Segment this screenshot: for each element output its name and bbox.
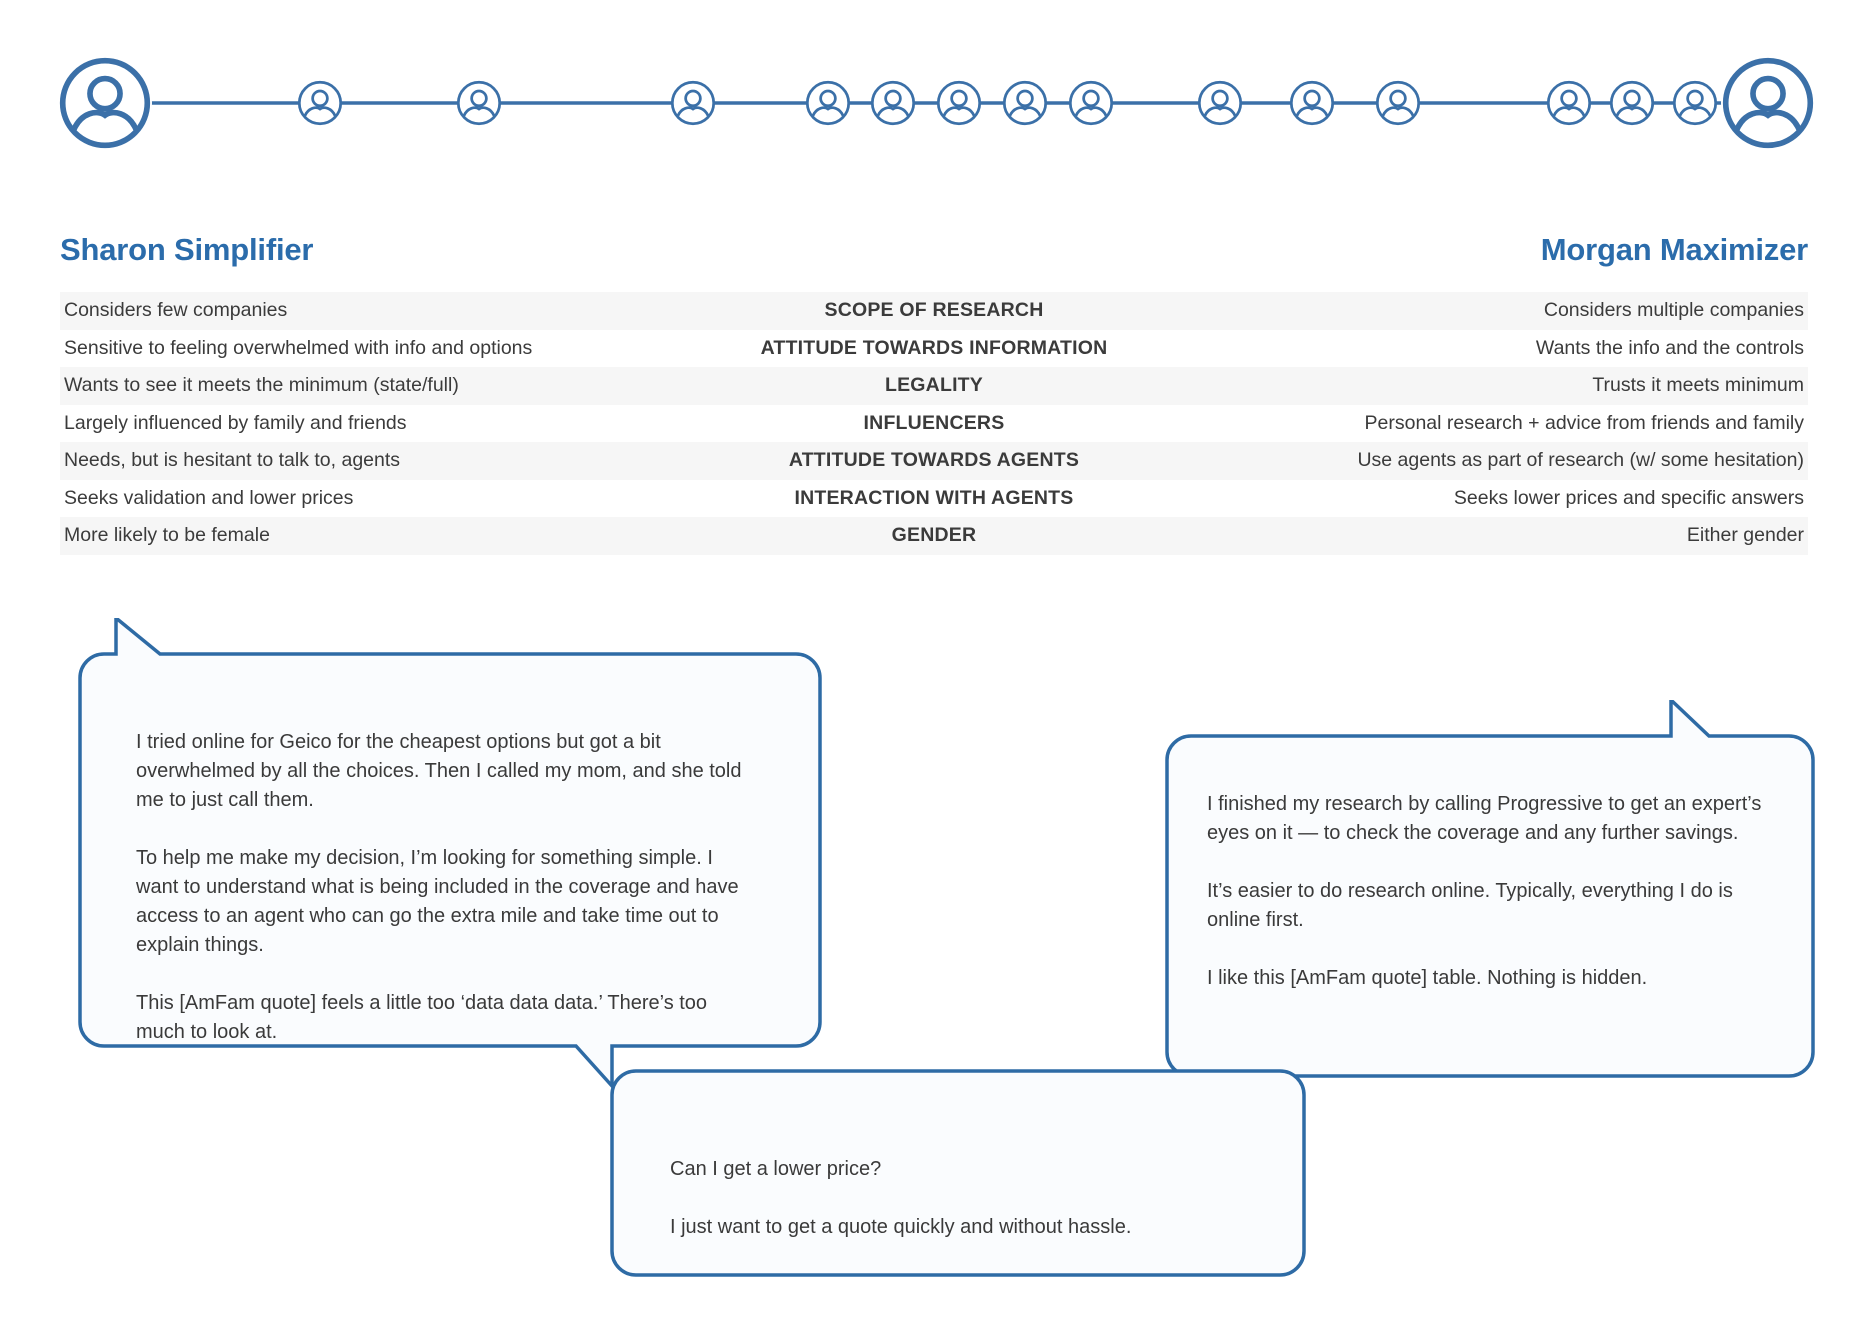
row-attribute: SCOPE OF RESEARCH bbox=[824, 299, 1044, 322]
quote-bubble-bottom-shape bbox=[610, 1069, 1306, 1277]
spectrum-endpoint-right bbox=[1721, 56, 1815, 150]
row-left-value: Considers few companies bbox=[64, 299, 288, 322]
quote-paragraph: I finished my research by calling Progre… bbox=[1207, 793, 1762, 844]
row-right-value: Personal research + advice from friends … bbox=[1364, 411, 1805, 434]
spectrum-node bbox=[456, 80, 502, 126]
comparison-body: Considers few companies SCOPE OF RESEARC… bbox=[60, 292, 1808, 555]
row-attribute: ATTITUDE TOWARDS INFORMATION bbox=[760, 336, 1108, 359]
row-right-value: Considers multiple companies bbox=[1543, 299, 1804, 322]
spectrum-node bbox=[1609, 80, 1655, 126]
row-attribute: GENDER bbox=[891, 524, 977, 547]
spectrum-endpoint-left bbox=[58, 56, 152, 150]
quote-bubble-left-shape bbox=[78, 618, 822, 1091]
quote-paragraph: To help me make my decision, I’m looking… bbox=[136, 847, 739, 956]
table-row: Largely influenced by family and friends… bbox=[60, 404, 1808, 442]
spectrum-node bbox=[670, 80, 716, 126]
row-left-value: Largely influenced by family and friends bbox=[64, 411, 407, 434]
spectrum-node bbox=[1546, 80, 1592, 126]
persona-comparison-table: Considers few companies SCOPE OF RESEARC… bbox=[60, 292, 1808, 555]
row-right-value: Trusts it meets minimum bbox=[1592, 374, 1804, 397]
quote-bubble-bottom: Can I get a lower price? I just want to … bbox=[608, 1055, 1308, 1295]
persona-title-right: Morgan Maximizer bbox=[1540, 232, 1808, 267]
spectrum-node bbox=[805, 80, 851, 126]
quote-paragraph: I tried online for Geico for the cheapes… bbox=[136, 731, 742, 811]
persona-spectrum bbox=[0, 38, 1868, 168]
table-row: Considers few companies SCOPE OF RESEARC… bbox=[60, 292, 1808, 330]
spectrum-node bbox=[1289, 80, 1335, 126]
quote-paragraph: It’s easier to do research online. Typic… bbox=[1207, 880, 1733, 931]
quote-bubble-right-text: I finished my research by calling Progre… bbox=[1207, 790, 1777, 993]
table-row: More likely to be female GENDER Either g… bbox=[60, 517, 1808, 555]
quote-paragraph: I like this [AmFam quote] table. Nothing… bbox=[1207, 967, 1648, 989]
row-attribute: LEGALITY bbox=[884, 374, 983, 397]
spectrum-node bbox=[1002, 80, 1048, 126]
quote-bubble-bottom-text: Can I get a lower price? I just want to … bbox=[670, 1155, 1250, 1242]
row-attribute: INFLUENCERS bbox=[863, 411, 1005, 434]
row-left-value: More likely to be female bbox=[64, 524, 270, 547]
row-right-value: Use agents as part of research (w/ some … bbox=[1357, 449, 1804, 472]
persona-title-left: Sharon Simplifier bbox=[60, 232, 314, 267]
row-right-value: Seeks lower prices and specific answers bbox=[1453, 486, 1804, 509]
row-attribute: INTERACTION WITH AGENTS bbox=[794, 486, 1074, 509]
quote-bubble-right: I finished my research by calling Progre… bbox=[1163, 700, 1817, 1112]
row-left-value: Sensitive to feeling overwhelmed with in… bbox=[64, 336, 533, 359]
spectrum-node bbox=[297, 80, 343, 126]
row-left-value: Wants to see it meets the minimum (state… bbox=[64, 374, 459, 397]
row-left-value: Seeks validation and lower prices bbox=[64, 486, 354, 509]
row-attribute: ATTITUDE TOWARDS AGENTS bbox=[788, 449, 1080, 472]
spectrum-node bbox=[1672, 80, 1718, 126]
spectrum-node bbox=[1197, 80, 1243, 126]
row-left-value: Needs, but is hesitant to talk to, agent… bbox=[64, 449, 401, 472]
quote-paragraph: This [AmFam quote] feels a little too ‘d… bbox=[136, 992, 708, 1043]
spectrum-node bbox=[1068, 80, 1114, 126]
spectrum-node bbox=[1375, 80, 1421, 126]
table-row: Seeks validation and lower prices INTERA… bbox=[60, 479, 1808, 517]
table-row: Needs, but is hesitant to talk to, agent… bbox=[60, 442, 1808, 480]
table-row: Sensitive to feeling overwhelmed with in… bbox=[60, 329, 1808, 367]
quote-paragraph: I just want to get a quote quickly and w… bbox=[670, 1216, 1132, 1238]
table-row: Wants to see it meets the minimum (state… bbox=[60, 367, 1808, 405]
row-right-value: Wants the info and the controls bbox=[1535, 336, 1804, 359]
spectrum-node bbox=[870, 80, 916, 126]
quote-bubble-left: I tried online for Geico for the cheapes… bbox=[56, 618, 824, 1098]
spectrum-node bbox=[936, 80, 982, 126]
row-right-value: Either gender bbox=[1686, 524, 1804, 547]
quote-bubble-left-text: I tried online for Geico for the cheapes… bbox=[136, 728, 756, 1047]
quote-paragraph: Can I get a lower price? bbox=[670, 1158, 882, 1180]
